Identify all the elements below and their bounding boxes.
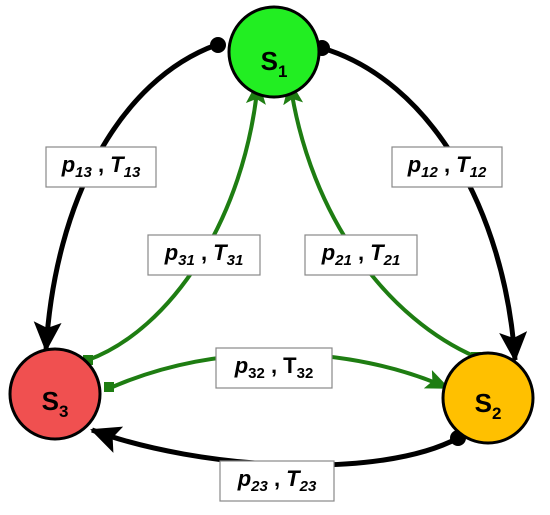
edge-s3-to-s1-origin-mark [83,355,93,365]
label-box-23: p23 , T23 [219,460,335,502]
state-s1-label: S [261,46,278,76]
label-box-31: p31 , T31 [147,234,261,276]
svg-text:S3: S3 [42,386,69,421]
state-s1: S1 [227,5,321,99]
edge-s1-to-s3-origin-dot [210,37,226,53]
edge-s1-to-s2 [321,45,528,362]
svg-text:p12 , T12: p12 , T12 [407,152,487,181]
edge-s3-to-s1 [87,80,266,362]
edge-s2-to-s1 [283,80,477,359]
edge-s3-to-s2-origin-mark [104,382,114,392]
label-box-21: p21 , T21 [304,234,418,276]
label-box-13: p13 , T13 [45,146,157,188]
svg-text:p32 , T32: p32 , T32 [234,353,314,382]
svg-text:S2: S2 [475,388,502,423]
label-box-12: p12 , T12 [391,146,503,188]
edge-s2-to-s3 [90,426,460,468]
state-s3-label: S [42,386,59,416]
state-s2-label: S [475,388,492,418]
svg-text:S1: S1 [261,46,288,81]
svg-text:p13 , T13: p13 , T13 [61,152,141,181]
svg-text:p23 , T23: p23 , T23 [237,466,317,495]
edge-s1-to-s3 [33,42,217,352]
state-s3: S3 [8,347,102,441]
label-box-32: p32 , T32 [215,347,333,389]
svg-text:p21 , T21: p21 , T21 [321,240,401,269]
state-s2: S2 [441,351,535,445]
svg-text:p31 , T31: p31 , T31 [164,240,244,269]
